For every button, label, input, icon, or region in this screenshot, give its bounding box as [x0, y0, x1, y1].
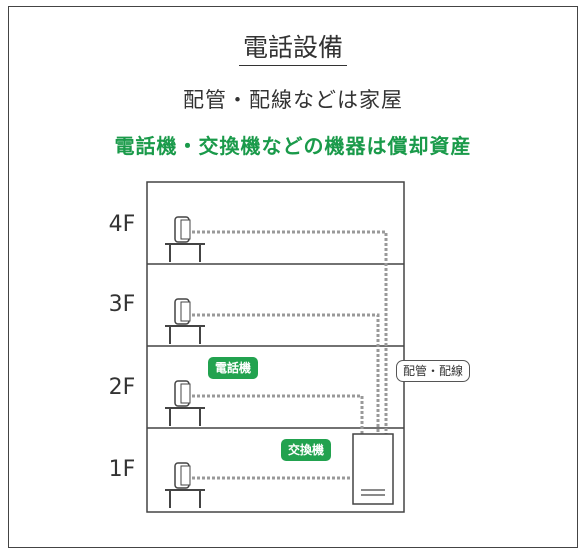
floor-label-4f: 4F: [108, 212, 136, 237]
floor-label-3f: 3F: [108, 292, 136, 317]
asset-highlight: 電話機・交換機などの機器は償却資産: [114, 134, 472, 158]
phone-label: 電話機: [208, 357, 259, 379]
phone-3f-icon: [165, 298, 205, 344]
diagram-subtitle: 配管・配線などは家屋: [183, 88, 403, 112]
exchange-label: 交換機: [281, 439, 332, 461]
phone-1f-icon: [165, 462, 205, 508]
wiring-label: 配管・配線: [396, 360, 471, 382]
cable-3f: [192, 313, 380, 436]
wiring-cables: [192, 230, 388, 480]
diagram-title: 電話設備: [0, 28, 586, 66]
phone-2f-icon: [165, 380, 205, 426]
cable-4f: [192, 230, 388, 436]
building-diagram: [146, 181, 405, 513]
exchange-unit: [352, 433, 394, 505]
building-outline: [146, 181, 405, 513]
cable-2f: [192, 394, 364, 436]
floor-label-1f: 1F: [108, 457, 136, 482]
floor-label-2f: 2F: [108, 375, 136, 400]
phone-4f-icon: [165, 216, 205, 262]
